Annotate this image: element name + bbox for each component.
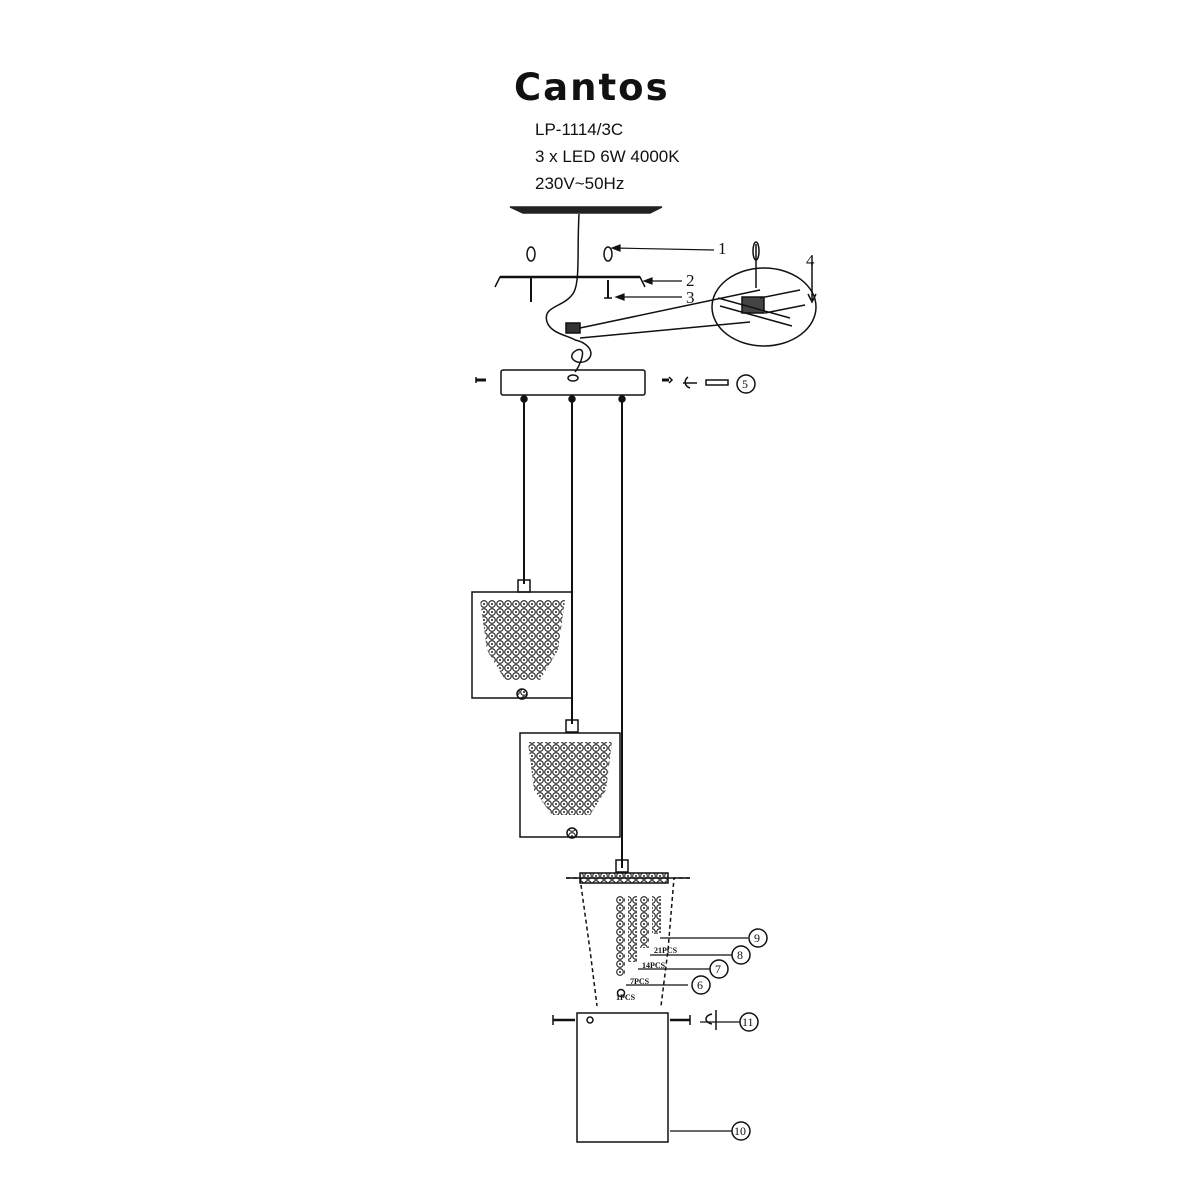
lamp-spec: 3 x LED 6W 4000K xyxy=(535,147,680,166)
leader-lines xyxy=(610,244,748,1132)
crystal-count-14: 14PCS xyxy=(642,961,666,970)
canopy-bar xyxy=(475,369,729,396)
callout-11: 11 xyxy=(742,1015,754,1029)
pendant-shade-1 xyxy=(471,579,573,700)
callout-2: 2 xyxy=(686,271,695,290)
terminal-block xyxy=(565,289,761,373)
crystal-count-7: 7PCS xyxy=(630,977,650,986)
ceiling-plate xyxy=(509,206,663,214)
crystal-count-21: 21PCS xyxy=(654,946,678,955)
mounting-bracket xyxy=(494,246,646,302)
callout-5: 5 xyxy=(742,377,748,391)
callout-9: 9 xyxy=(754,931,760,945)
wiring-detail-bubble xyxy=(711,241,817,347)
glass-cylinder xyxy=(552,1010,717,1143)
callout-circles xyxy=(691,374,768,1141)
callout-6: 6 xyxy=(697,978,703,992)
callout-1: 1 xyxy=(718,239,727,258)
pendant-shade-2 xyxy=(519,719,621,839)
supply-cable xyxy=(545,213,580,341)
model-number: LP-1114/3C xyxy=(535,120,624,139)
callout-4: 4 xyxy=(806,251,815,270)
callout-3: 3 xyxy=(686,288,695,307)
callout-10: 10 xyxy=(734,1124,746,1138)
product-name: Cantos xyxy=(514,66,670,109)
crystal-count-1: 1PCS xyxy=(616,993,636,1002)
callout-7: 7 xyxy=(715,962,721,976)
pendant-shade-3 xyxy=(566,859,690,1007)
callout-8: 8 xyxy=(737,948,743,962)
power-spec: 230V~50Hz xyxy=(535,174,625,193)
